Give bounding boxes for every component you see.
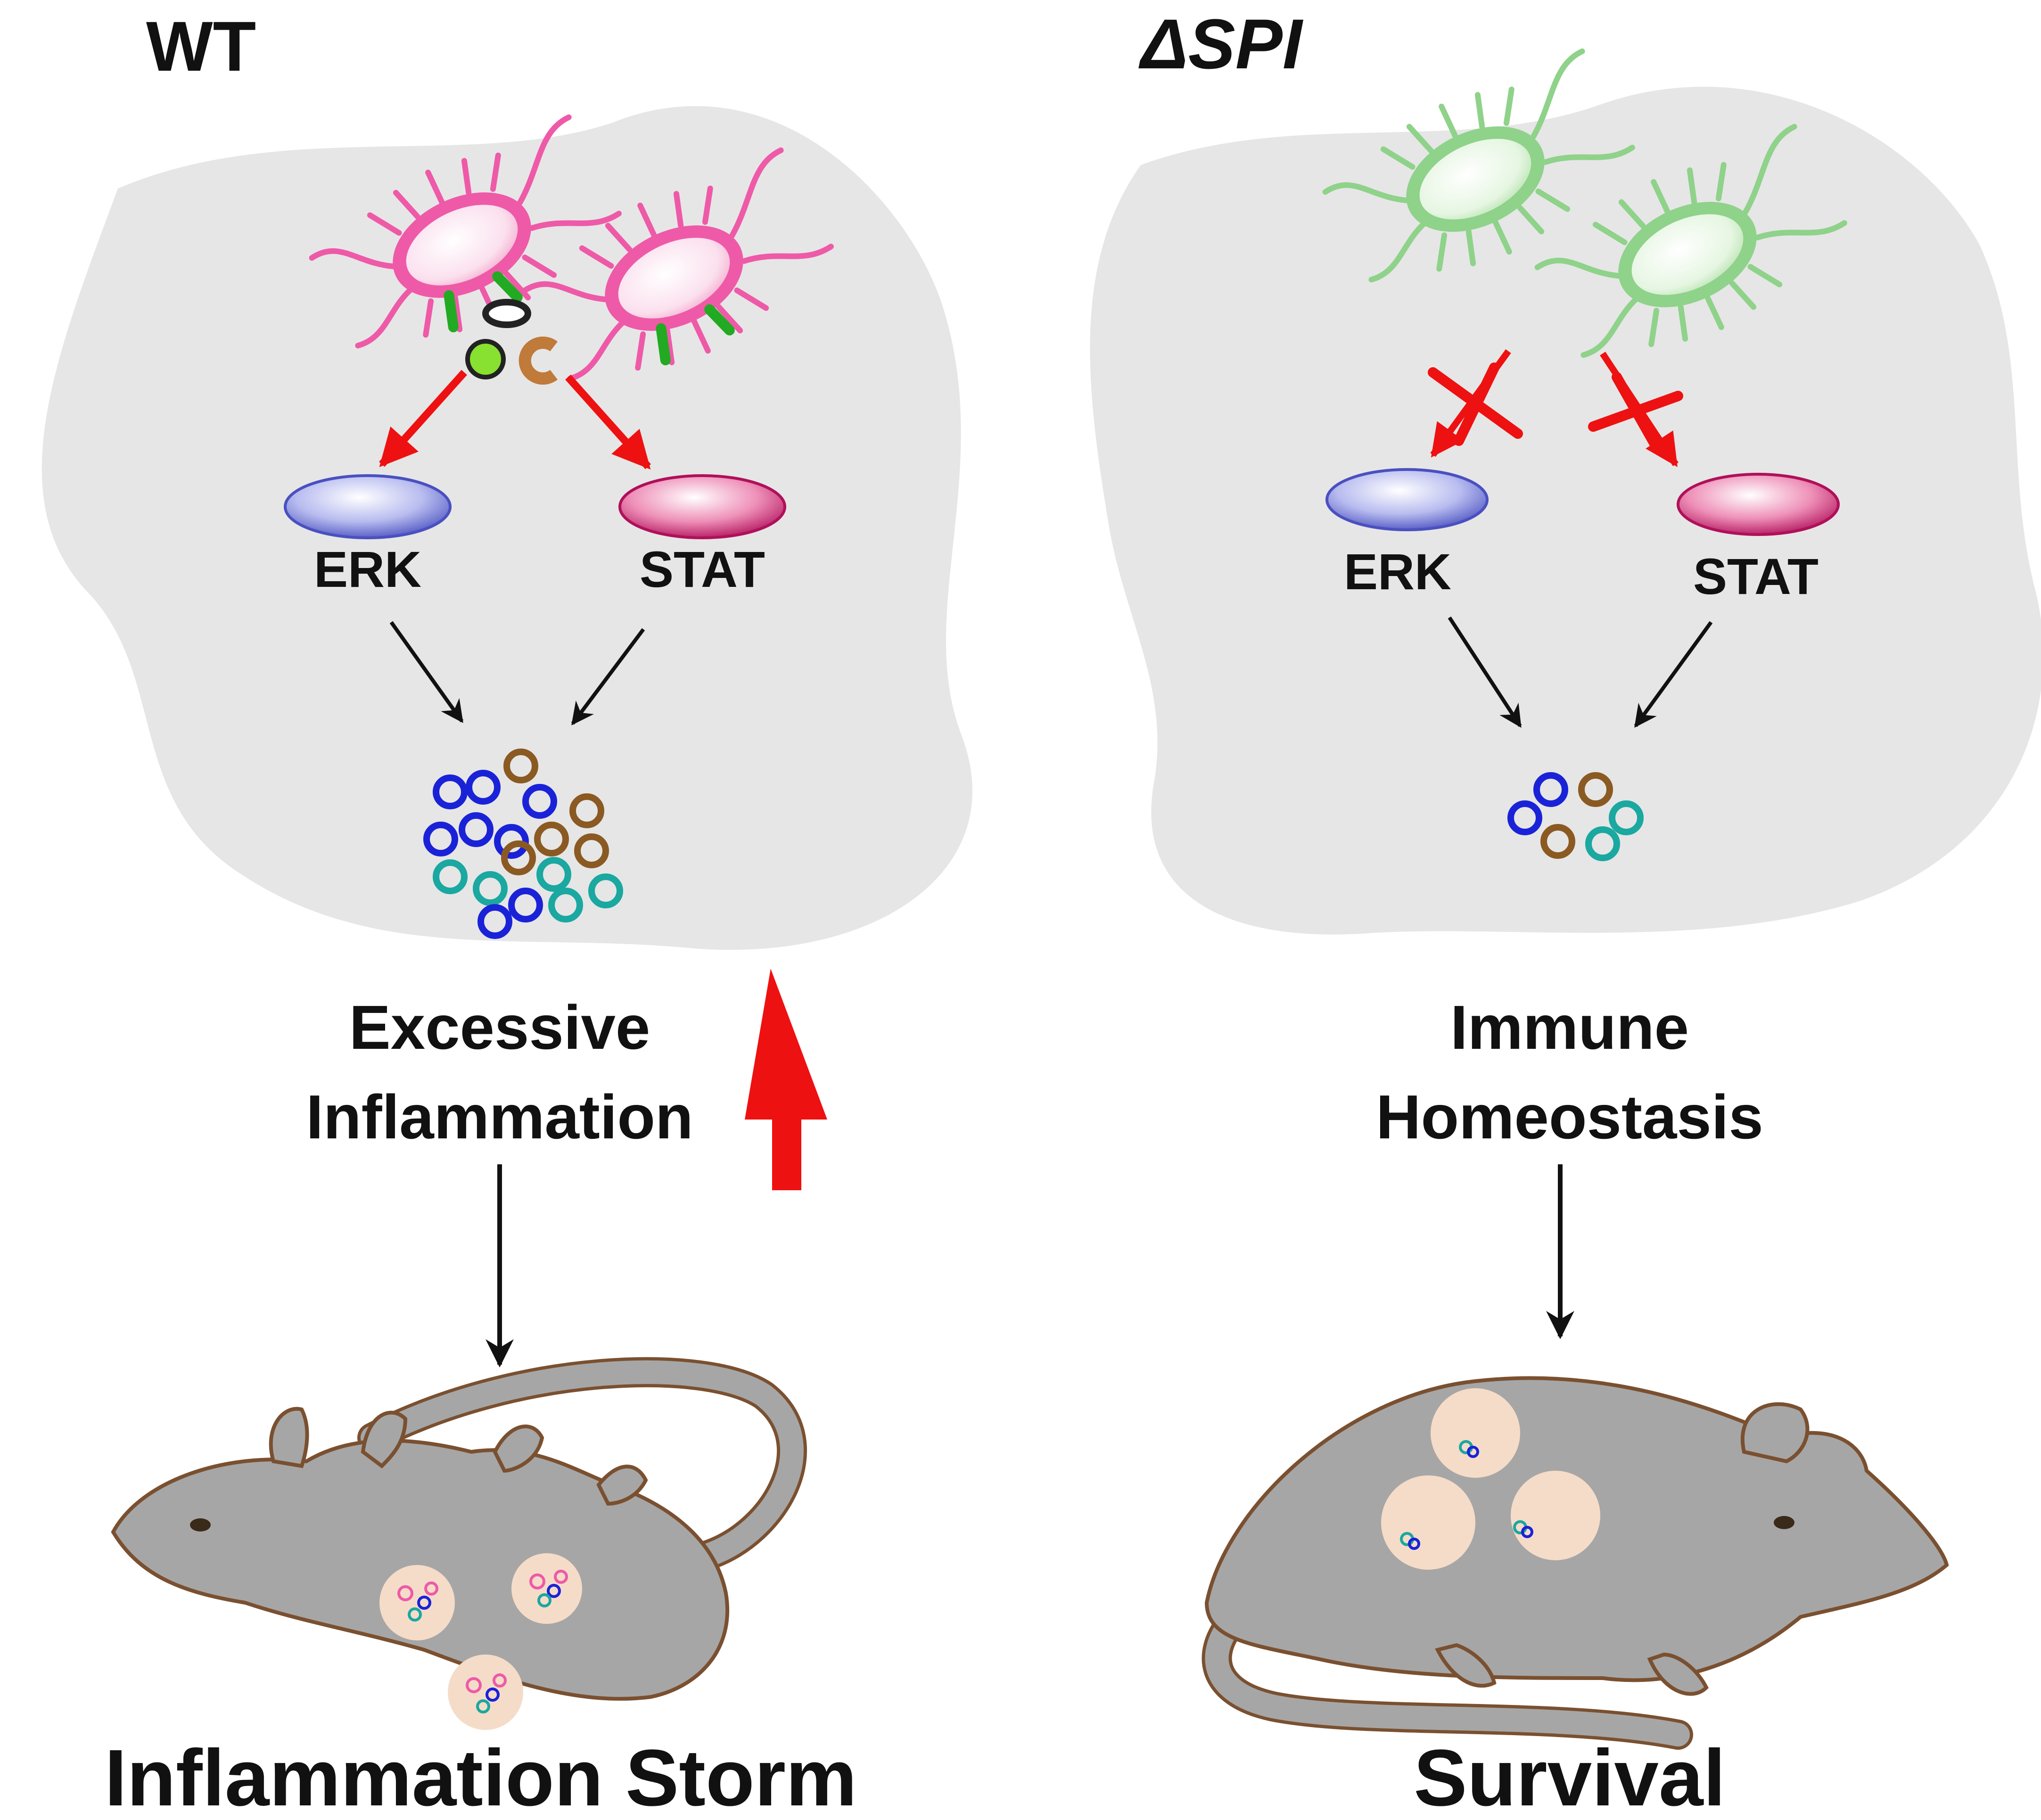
wt-bacterium-1: [309, 114, 622, 349]
dspi-bacterium-2: [1534, 124, 1847, 358]
erk-label: ERK: [1344, 543, 1451, 600]
dspi-mouse-icon: [1202, 1376, 1949, 1750]
dspi-bacterium-1: [1322, 48, 1635, 283]
wt-outcome-line-2: Inflammation: [306, 1082, 693, 1152]
dspi-cytokine-cluster: [1507, 772, 1644, 861]
stat-label: STAT: [1693, 548, 1819, 605]
dspi-panel: ERK STAT ΔSPI Immune Homeostasis: [1090, 4, 2041, 1820]
effector-molecules-icon: [465, 299, 558, 385]
mouse-eye: [1774, 1516, 1794, 1529]
wt-outcome-line-1: Excessive: [349, 993, 650, 1062]
red-cross-blocked-icon: [1588, 372, 1683, 453]
dspi-lesions: [1381, 1388, 1600, 1570]
mouse-paws: [1435, 1643, 1709, 1696]
wt-title: WT: [146, 7, 256, 86]
erk-kinase-icon: [1325, 468, 1489, 531]
lesion-bacteria: [397, 1570, 568, 1713]
lesion-bacteria: [1400, 1440, 1533, 1550]
flagella: [309, 114, 622, 349]
dspi-title: ΔSPI: [1138, 4, 1304, 83]
erk-label: ERK: [314, 541, 421, 598]
mouse-eye: [190, 1518, 211, 1532]
wt-result: Inflammation Storm: [105, 1733, 857, 1820]
stat-to-cytokine-arrow: [1634, 621, 1713, 728]
dspi-result: Survival: [1414, 1733, 1726, 1820]
wt-panel: ERK STAT WT Excess: [41, 7, 972, 1820]
erk-kinase-icon: [284, 474, 452, 539]
mouse-paws: [269, 1407, 648, 1506]
red-cross-blocked-icon: [1428, 362, 1523, 446]
erk-to-cytokine-arrow: [389, 621, 464, 723]
wt-bacterium-2: [521, 147, 834, 382]
signal-arrow-to-stat: [565, 374, 651, 469]
stat-kinase-icon: [1677, 473, 1840, 536]
secretion-needle: [444, 290, 459, 332]
stat-label: STAT: [640, 541, 765, 598]
wt-cell: [41, 106, 972, 950]
erk-to-cytokine-arrow: [1448, 616, 1522, 728]
mouse-ear: [1740, 1402, 1810, 1464]
signal-arrow-to-erk: [379, 370, 467, 467]
wt-cytokine-cluster: [423, 749, 623, 939]
stat-to-cytokine-arrow: [571, 628, 645, 725]
stat-kinase-icon: [618, 474, 786, 539]
dspi-outcome-line-1: Immune: [1450, 993, 1689, 1062]
wt-mouse-icon: [111, 1357, 807, 1730]
dspi-outcome-line-2: Homeostasis: [1376, 1082, 1763, 1152]
dspi-cell: [1090, 87, 2041, 935]
red-up-arrow-icon: [745, 969, 827, 1190]
